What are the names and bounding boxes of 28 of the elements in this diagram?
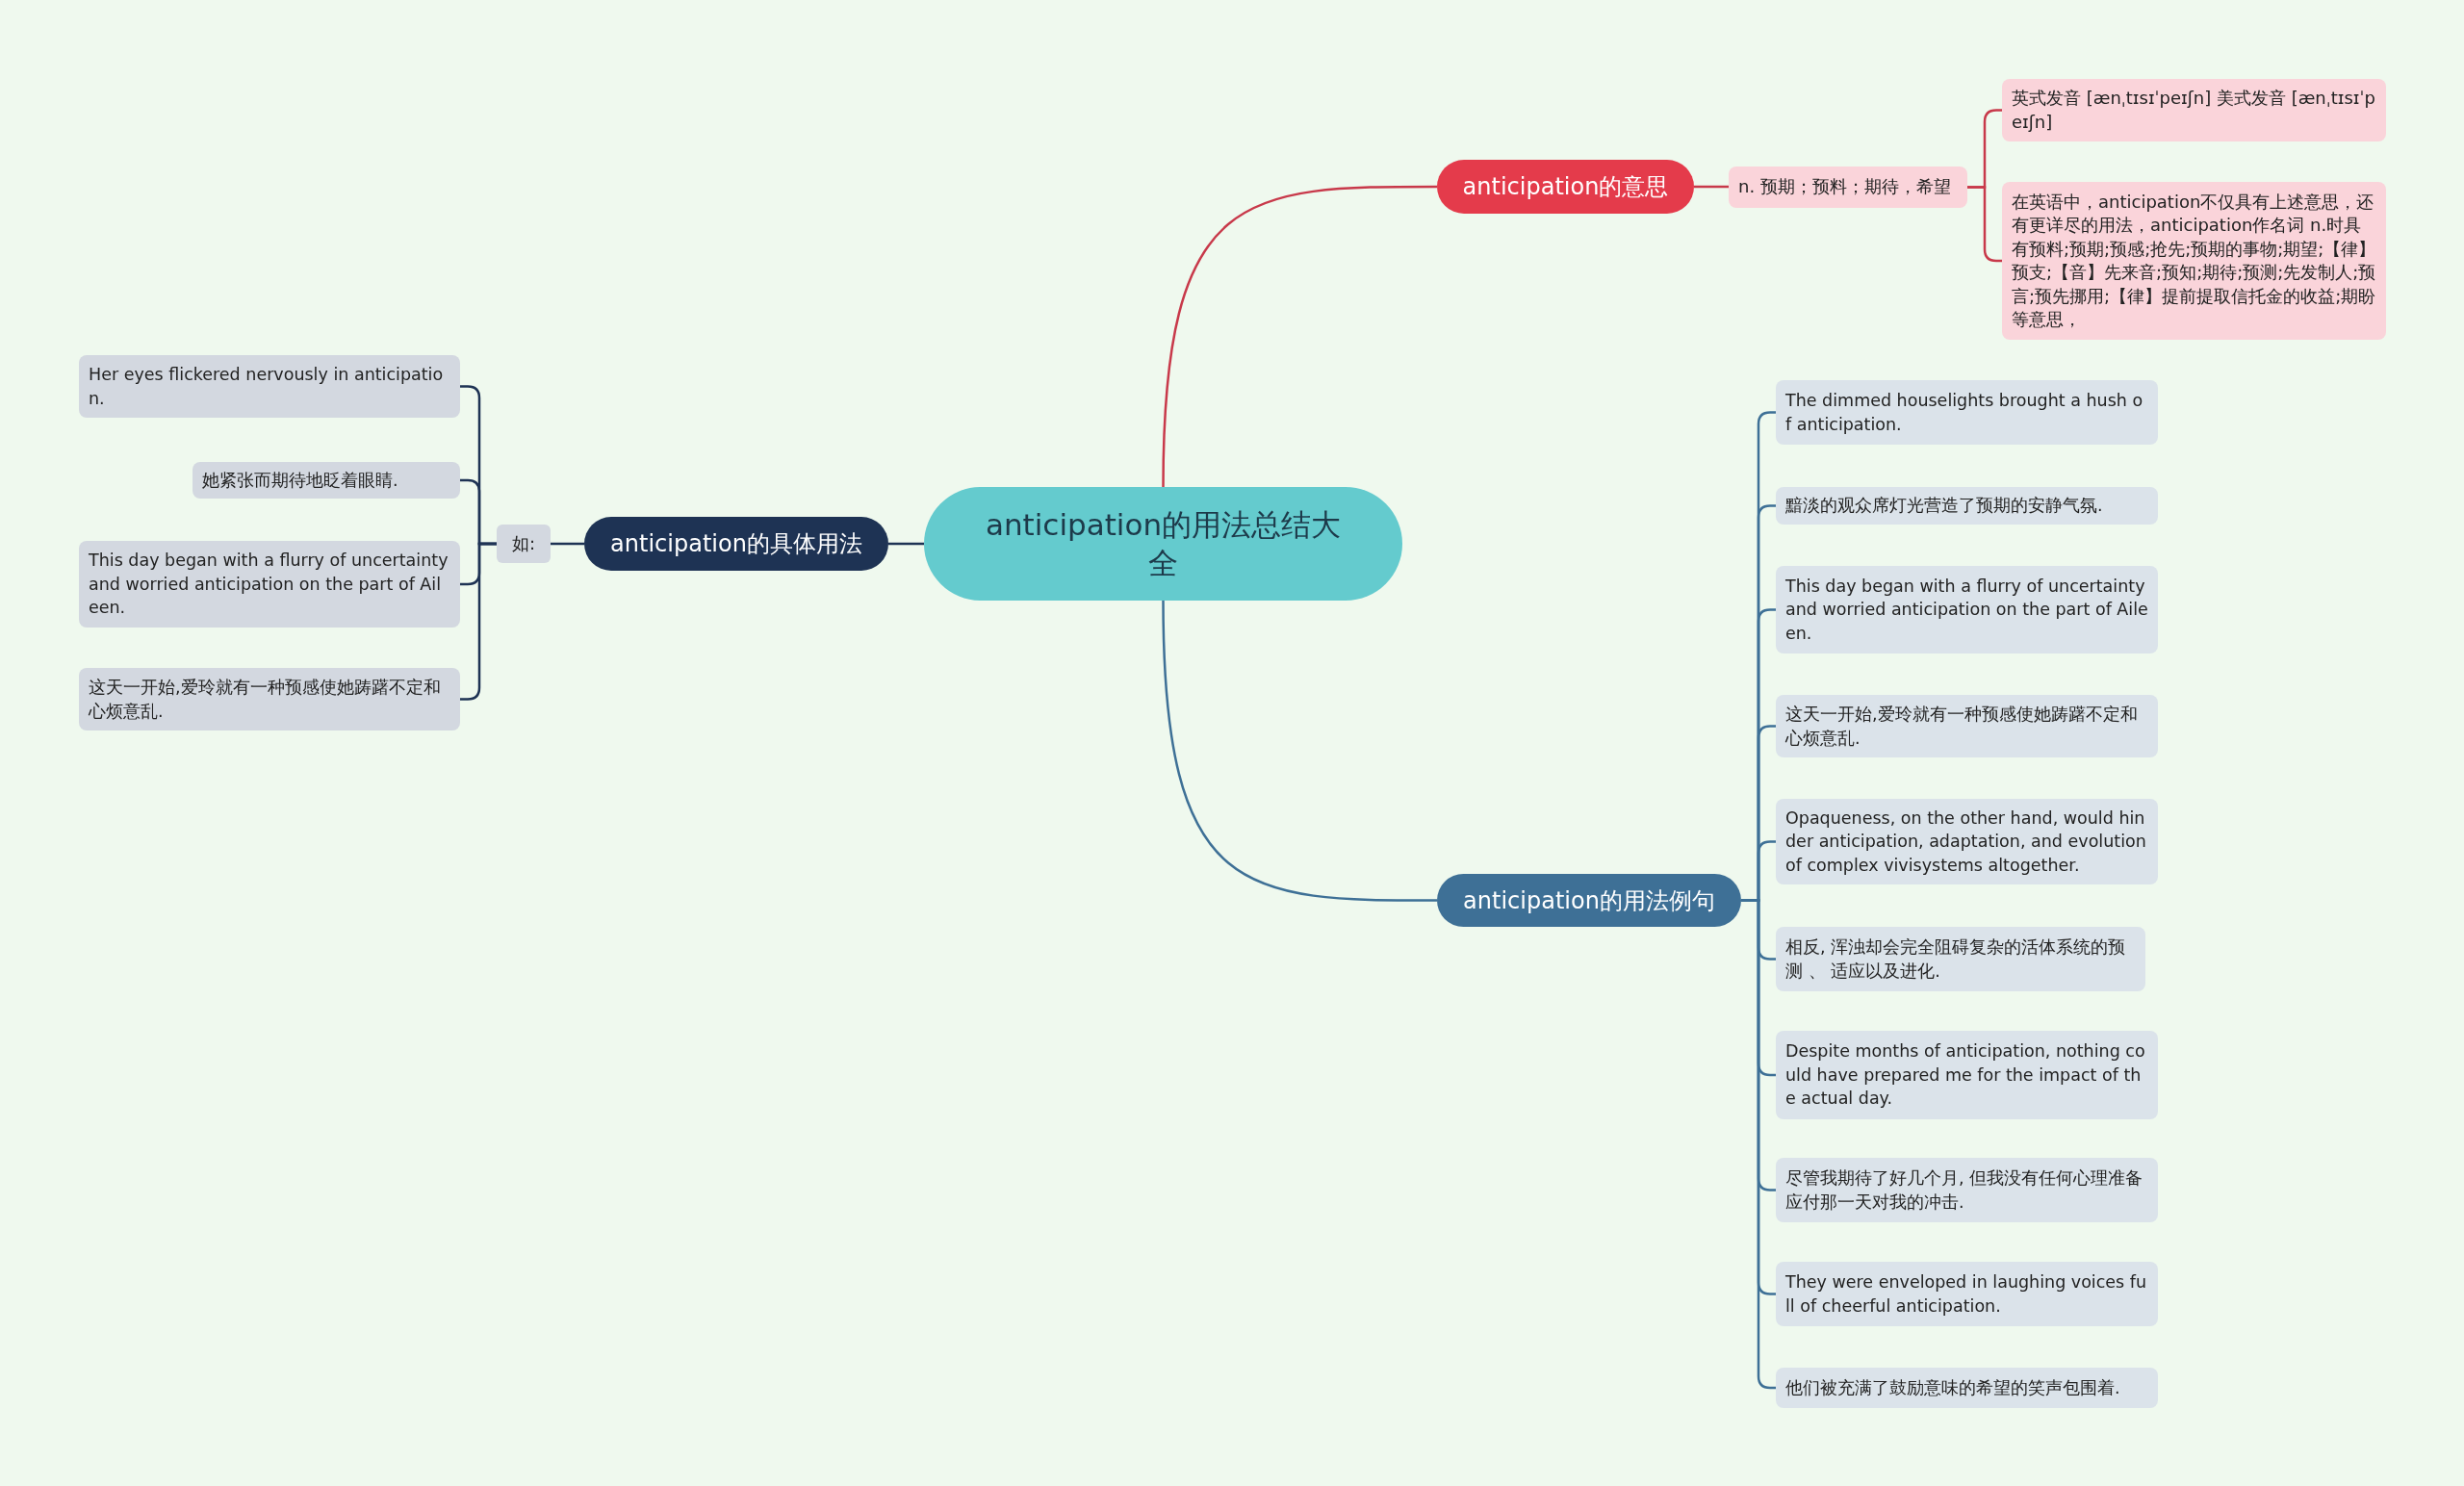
subtopic-box: This day began with a flurry of uncertainty and worried anticipation on the part of Aileen. xyxy=(79,541,460,628)
connector-line xyxy=(551,542,584,546)
subtopic-box: 英式发音 [ænˌtɪsɪˈpeɪʃn] 美式发音 [ænˌtɪsɪˈpeɪʃn] xyxy=(2002,79,2386,141)
subtopic-box: Opaqueness, on the other hand, would hinder anticipation, adaptation, and evolution of complex vivisystems altogether. xyxy=(1776,799,2158,884)
central-topic: anticipation的用法总结大全 xyxy=(924,487,1402,601)
connector-line xyxy=(888,542,924,546)
subtopic-box: 他们被充满了鼓励意味的希望的笑声包围着. xyxy=(1776,1368,2158,1408)
topic-box: anticipation的用法例句 xyxy=(1437,874,1741,927)
label-box: 如: xyxy=(497,525,551,563)
subtopic-box: 她紧张而期待地眨着眼睛. xyxy=(192,462,460,499)
subtopic-box: They were enveloped in laughing voices full of cheerful anticipation. xyxy=(1776,1262,2158,1326)
connector-line xyxy=(1694,185,1729,189)
subtopic-box: 黯淡的观众席灯光营造了预期的安静气氛. xyxy=(1776,487,2158,525)
subtopic-box: This day began with a flurry of uncertainty and worried anticipation on the part of Aileen. xyxy=(1776,566,2158,653)
subtopic-box: 在英语中，anticipation不仅具有上述意思，还有更详尽的用法，anticipation作名词 n.时具有预料;预期;预感;抢先;预期的事物;期望;【律】预支;【音】先来音;预知;期待;预测;先发制人;预言;预先挪用;【律】提前提取信托金的收益;期盼等意思， xyxy=(2002,182,2386,340)
topic-box: anticipation的具体用法 xyxy=(584,517,888,571)
subtopic-box: The dimmed houselights brought a hush of anticipation. xyxy=(1776,380,2158,445)
subtopic-box: Despite months of anticipation, nothing could have prepared me for the impact of the actual day. xyxy=(1776,1031,2158,1119)
subtopic-box: Her eyes flickered nervously in anticipation. xyxy=(79,355,460,418)
subtopic-box: 这天一开始,爱玲就有一种预感使她踌躇不定和心烦意乱. xyxy=(1776,695,2158,757)
subtopic-box: 这天一开始,爱玲就有一种预感使她踌躇不定和心烦意乱. xyxy=(79,668,460,730)
connector-line xyxy=(460,542,497,701)
subtopic-box: n. 预期；预料；期待，希望 xyxy=(1729,167,1967,208)
subtopic-box: 相反, 浑浊却会完全阻碍复杂的活体系统的预测 、 适应以及进化. xyxy=(1776,927,2145,991)
topic-box: anticipation的意思 xyxy=(1437,160,1694,214)
subtopic-box: 尽管我期待了好几个月, 但我没有任何心理准备应付那一天对我的冲击. xyxy=(1776,1158,2158,1222)
connector-line xyxy=(1162,600,1437,902)
connector-line xyxy=(1162,185,1437,488)
